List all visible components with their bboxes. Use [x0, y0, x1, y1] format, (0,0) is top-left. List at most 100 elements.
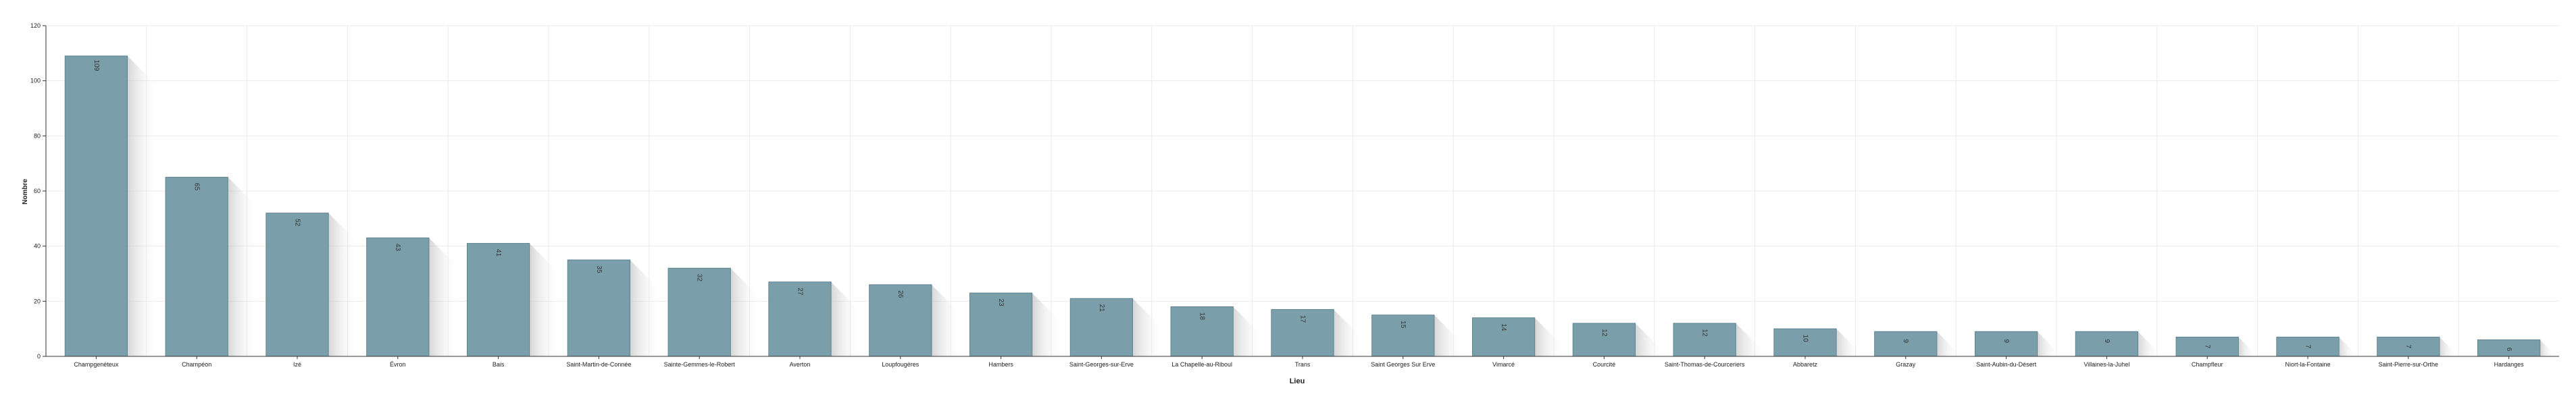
y-tick-label: 20 — [34, 298, 41, 304]
bar-shadow — [228, 177, 259, 356]
bar — [869, 284, 932, 357]
bar-value-label: 32 — [696, 274, 703, 282]
bar-shadow — [529, 243, 560, 356]
bar-shadow — [1736, 323, 1766, 356]
bar — [2477, 339, 2541, 357]
bar-shadow — [1534, 317, 1565, 356]
bar-shadow — [1836, 329, 1861, 356]
x-tick-label: Saint-Martin-de-Connée — [566, 361, 631, 368]
bar — [2075, 331, 2139, 357]
bar — [1874, 331, 1938, 357]
bar-shadow — [931, 284, 962, 356]
x-tick-label: Saint Georges Sur Erve — [1371, 361, 1435, 368]
bar-shadow — [328, 213, 359, 356]
bar-value-label: 9 — [2002, 339, 2010, 343]
bar — [366, 237, 430, 357]
bar-shadow — [1334, 309, 1365, 356]
x-tick-label: La Chapelle-au-Riboul — [1171, 361, 1232, 368]
bar — [567, 259, 631, 357]
bar-value-label: 35 — [595, 266, 603, 274]
bar-shadow — [831, 281, 862, 356]
x-tick-label: Abbaretz — [1793, 361, 1818, 368]
x-tick-label: Villaines-la-Juhel — [2083, 361, 2129, 368]
y-tick-label: 100 — [30, 78, 41, 84]
bar-shadow — [2339, 337, 2356, 356]
bar-value-label: 10 — [1801, 335, 1809, 343]
x-tick-label: Champfleur — [2192, 361, 2223, 368]
bar-shadow — [630, 260, 661, 356]
y-tick-label: 40 — [34, 243, 41, 250]
bar-shadow — [730, 268, 761, 356]
bar — [667, 267, 731, 357]
x-tick-label: Grazay — [1896, 361, 1916, 368]
bar-shadow — [2238, 337, 2256, 356]
bar-shadow — [2540, 339, 2555, 356]
y-axis-title: Nombre — [22, 179, 29, 204]
bar-shadow — [428, 238, 459, 356]
bar-shadow — [1434, 315, 1465, 356]
bar-shadows — [127, 55, 2555, 357]
bar-value-label: 65 — [193, 183, 201, 191]
bar-shadow — [2037, 331, 2060, 356]
bar-shadow — [1936, 331, 1960, 356]
bar — [165, 177, 228, 357]
bar — [1471, 317, 1536, 357]
x-tick-label: Izé — [293, 361, 301, 368]
x-tick-label: Saint-Georges-sur-Erve — [1069, 361, 1134, 368]
bar-value-label: 21 — [1098, 304, 1105, 312]
bar — [64, 55, 128, 357]
bar — [1773, 328, 1837, 357]
x-tick-label: Vimarcé — [1492, 361, 1515, 368]
bar-value-label: 14 — [1500, 323, 1507, 331]
bar-value-label: 9 — [2103, 339, 2111, 343]
y-tick-label: 120 — [30, 22, 41, 29]
bar — [2276, 336, 2340, 357]
y-tick-label: 60 — [34, 188, 41, 194]
y-tick-label: 80 — [34, 132, 41, 139]
bar-value-label: 43 — [394, 244, 401, 252]
x-tick-label: Champéon — [182, 361, 211, 368]
bar-shadow — [1233, 306, 1264, 356]
x-tick-label: Saint-Thomas-de-Courceriers — [1665, 361, 1745, 368]
x-tick-label: Saint-Pierre-sur-Orthe — [2379, 361, 2439, 368]
bar-shadow — [1032, 293, 1063, 356]
bar-shadow — [1635, 323, 1665, 356]
bar — [1673, 323, 1736, 357]
x-tick-label: Champgenéteux — [74, 361, 119, 368]
bar-value-label: 18 — [1198, 312, 1206, 321]
bar-value-label: 17 — [1298, 315, 1306, 323]
bar — [1069, 298, 1134, 357]
y-tick-label: 0 — [37, 353, 41, 360]
bar-value-label: 109 — [93, 60, 100, 72]
bar — [768, 281, 832, 357]
bar — [1974, 331, 2038, 357]
x-tick-label: Averton — [790, 361, 811, 368]
bar-value-label: 27 — [796, 288, 803, 296]
bar-value-label: 6 — [2505, 348, 2512, 352]
bar-shadow — [127, 55, 158, 357]
bar-value-label: 12 — [1701, 329, 1709, 337]
bar — [466, 243, 530, 357]
bar — [1572, 323, 1636, 357]
bar-value-label: 23 — [997, 299, 1005, 307]
bar-value-label: 41 — [495, 249, 502, 257]
bar-value-label: 7 — [2304, 345, 2311, 349]
bar-shadow — [2138, 331, 2161, 356]
bars — [64, 55, 2541, 357]
x-tick-label: Sainte-Gemmes-le-Robert — [664, 361, 736, 368]
x-axis-title: Lieu — [1290, 377, 1305, 385]
bar-value-label: 26 — [896, 290, 904, 298]
bar-shadow — [2439, 337, 2457, 356]
bar-value-label: 12 — [1600, 329, 1608, 337]
x-tick-label: Hardanges — [2494, 361, 2525, 368]
bar — [266, 213, 329, 357]
x-tick-label: Évron — [390, 361, 406, 368]
x-tick-label: Trans — [1295, 361, 1311, 368]
bar — [1170, 306, 1234, 357]
bar — [2377, 336, 2440, 357]
bar-value-label: 7 — [2404, 345, 2412, 349]
